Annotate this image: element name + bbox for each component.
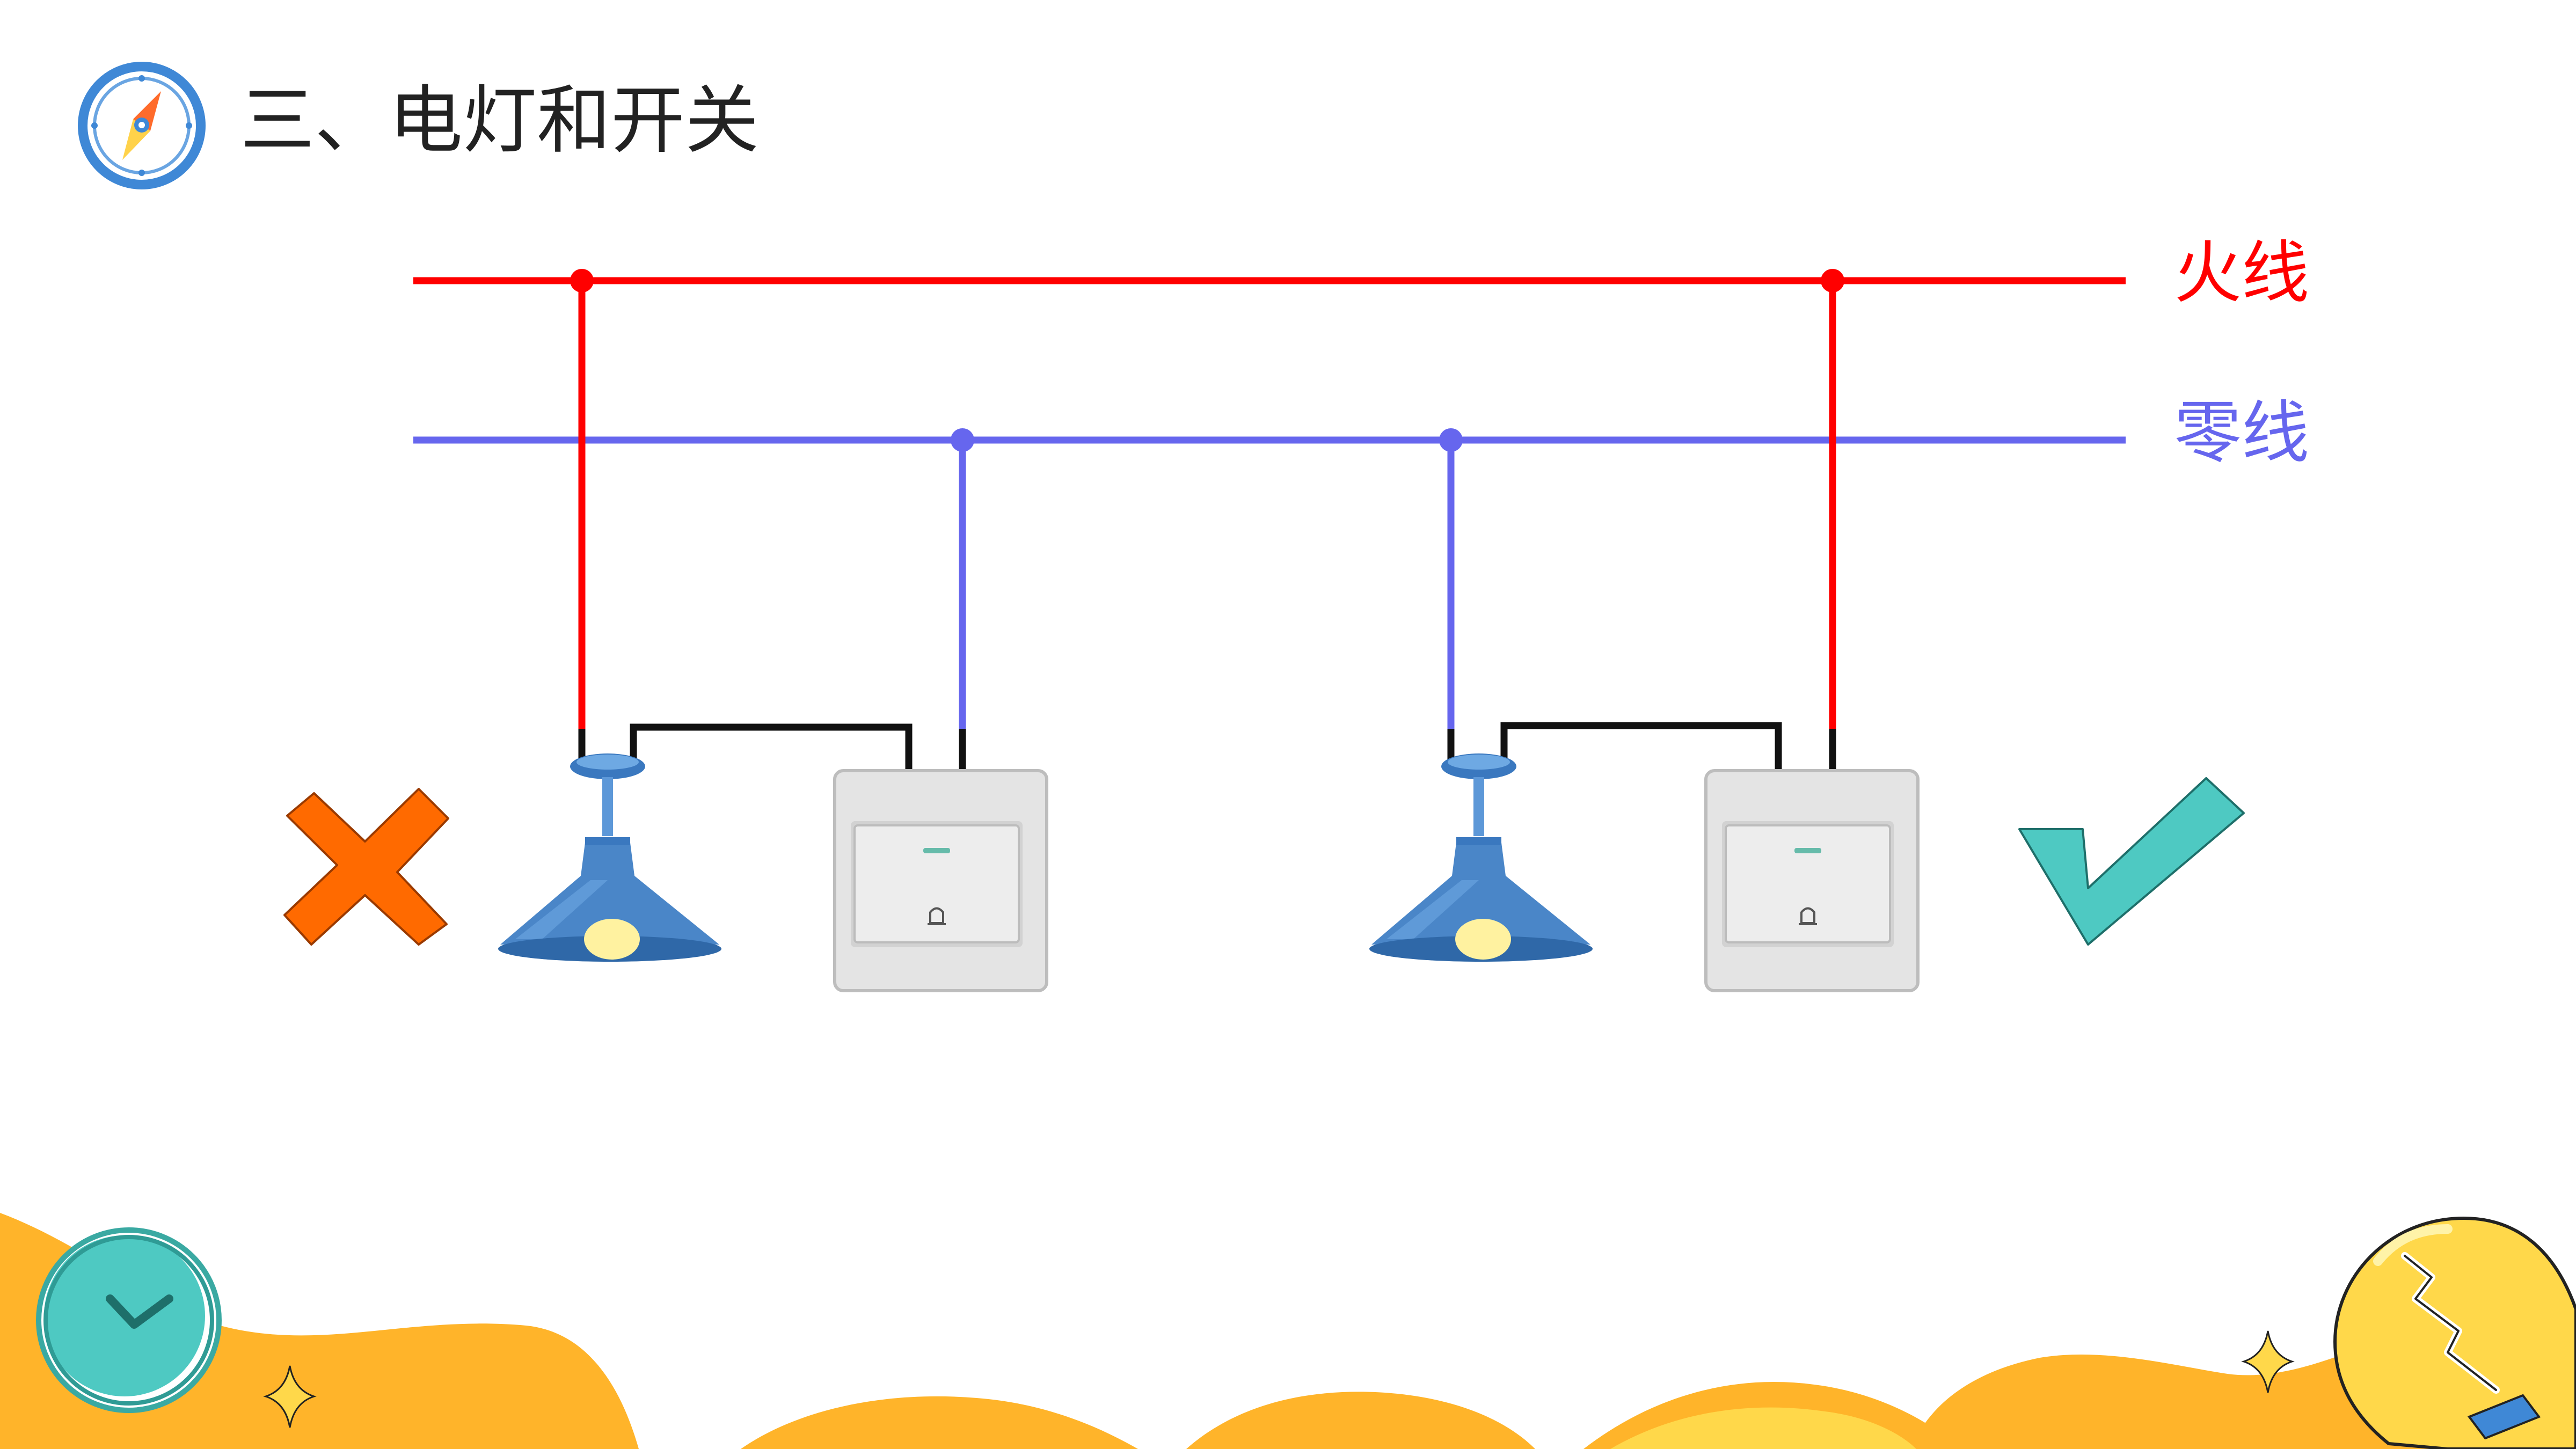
wrong-circuit xyxy=(498,269,1048,992)
lamp-switch-connector xyxy=(630,723,913,771)
pendant-lamp xyxy=(498,753,721,962)
clock-icon xyxy=(36,1227,222,1413)
neutral-junction-dot xyxy=(951,428,974,452)
correct-circuit xyxy=(1369,269,1920,992)
wall-switch xyxy=(1704,769,1920,992)
page-title: 三、电灯和开关 xyxy=(240,77,759,164)
wall-switch xyxy=(833,769,1048,992)
title-compass-icon xyxy=(78,62,206,189)
live-wire-label: 火线 xyxy=(2174,233,2309,312)
lamp-switch-connector xyxy=(1500,722,1782,771)
footer-decoration xyxy=(0,1213,2576,1449)
live-junction-dot xyxy=(1821,269,1844,292)
light-bulb-icon xyxy=(2333,1216,2576,1449)
neutral-junction-dot xyxy=(1439,428,1463,452)
neutral-wire-label: 零线 xyxy=(2174,393,2309,472)
live-junction-dot xyxy=(570,269,594,292)
light-bulb xyxy=(584,919,640,960)
check-mark-icon xyxy=(2018,777,2245,946)
light-bulb xyxy=(1455,919,1511,960)
cross-mark-icon xyxy=(283,788,449,946)
pendant-lamp xyxy=(1369,753,1593,962)
